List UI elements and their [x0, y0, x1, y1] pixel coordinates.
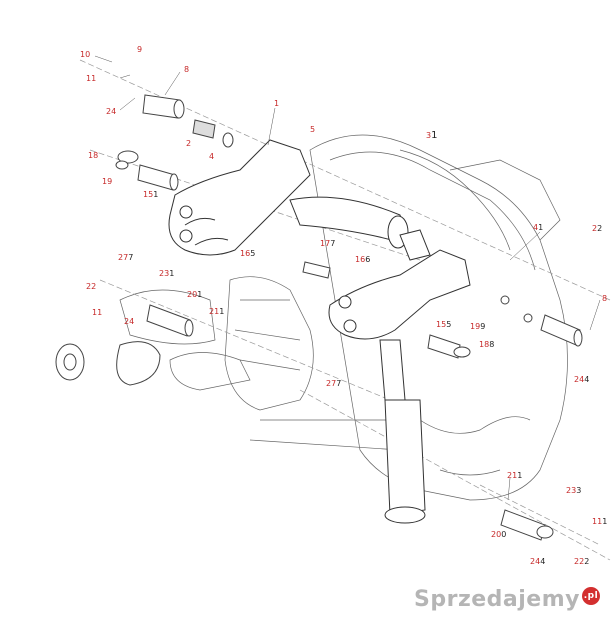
callout-24-bottom: 244 — [530, 557, 546, 566]
callout-15: 151 — [143, 190, 159, 199]
callout-16-left: 165 — [240, 249, 256, 258]
callout-8-right: 8 — [602, 294, 608, 303]
callout-23-left: 231 — [159, 269, 175, 278]
callout-11-left: 11 — [92, 308, 103, 317]
callout-19-right: 199 — [470, 322, 486, 331]
callout-27-left: 277 — [118, 253, 134, 262]
callout-2: 2 — [186, 139, 192, 148]
callout-2-right: 22 — [592, 224, 603, 233]
callout-9: 9 — [137, 45, 143, 54]
callout-21-bottom: 211 — [507, 471, 523, 480]
callout-5: 5 — [310, 125, 316, 134]
callout-18-right: 188 — [479, 340, 495, 349]
callout-15-right: 155 — [436, 320, 452, 329]
callout-20-left: 201 — [187, 290, 203, 299]
callout-4: 4 — [209, 152, 215, 161]
callout-4-right: 41 — [533, 223, 544, 232]
main-arm-assembly — [168, 139, 471, 524]
callout-8: 8 — [184, 65, 190, 74]
callout-20-bottom: 200 — [491, 530, 507, 539]
callout-18: 18 — [88, 151, 99, 160]
callout-16-right: 166 — [355, 255, 371, 264]
callout-10: 10 — [80, 50, 91, 59]
callout-24-left: 24 — [124, 317, 135, 326]
callout-17: 177 — [320, 239, 336, 248]
callout-24-right: 244 — [574, 375, 590, 384]
callout-24: 24 — [106, 107, 117, 116]
callout-23-bottom: 233 — [566, 486, 582, 495]
callout-27-right: 277 — [326, 379, 342, 388]
callout-11: 11 — [86, 74, 97, 83]
callout-22-left: 22 — [86, 282, 97, 291]
callout-19: 19 — [102, 177, 113, 186]
callout-11-bottom: 111 — [592, 517, 608, 526]
watermark-text: Sprzedajemy — [414, 587, 580, 612]
watermark-suffix: .pl — [582, 587, 600, 605]
callout-1: 1 — [274, 99, 280, 108]
leader-lines — [94, 55, 601, 501]
watermark-logo: Sprzedajemy.pl — [414, 587, 600, 612]
background-machine-outline — [79, 59, 611, 561]
callout-21-left: 211 — [209, 307, 225, 316]
callout-22-bottom: 222 — [574, 557, 590, 566]
callout-3: 31 — [426, 130, 438, 141]
loose-parts — [55, 94, 583, 541]
